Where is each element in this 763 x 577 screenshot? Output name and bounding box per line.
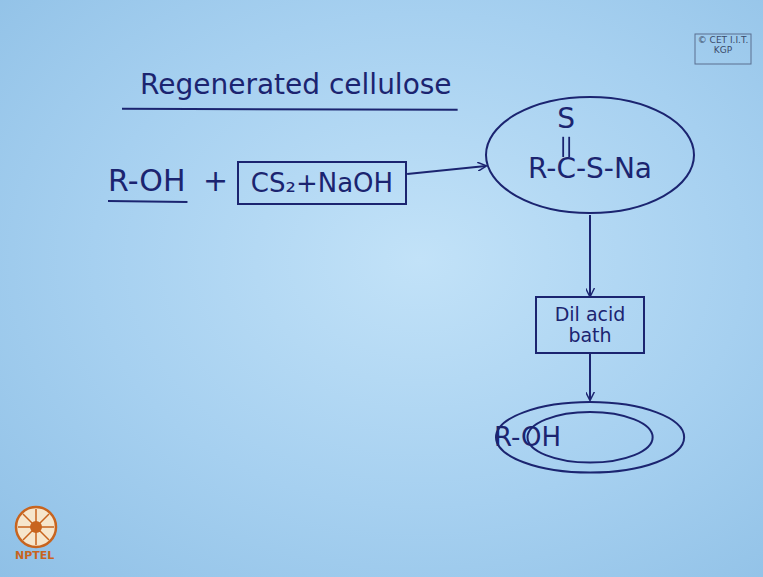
watermark: © CET I.I.T. KGP [697,36,749,56]
logo-spokes [18,509,54,545]
atom-label: S [557,104,575,135]
process-box: Dil acid bath [535,296,645,354]
reaction-arrow [589,215,591,296]
logo-hub [30,521,42,533]
logo-ring [16,507,56,547]
underline [122,109,458,110]
plus-sign: + [203,164,228,197]
title-text: Regenerated cellulose [140,70,452,101]
xanthate-oval: S R-C-S-Na [484,95,696,215]
node-text: Dil acid bath [549,304,631,346]
logo-text: NPTEL [15,550,54,562]
product-oval: R-OH [494,400,686,475]
node-text: CS₂+NaOH [251,169,393,198]
reaction-arrow [407,166,486,174]
underline [108,201,187,202]
node-text: R-C-S-Na [528,154,652,185]
node-text: R-OH [494,423,561,452]
oval-line [486,97,694,213]
reaction-arrow [589,354,591,400]
formula-text: R-OH [108,164,185,197]
nptel-logo [16,507,56,547]
reagent-box: CS₂+NaOH [237,161,407,206]
watermark-frame [695,34,751,64]
